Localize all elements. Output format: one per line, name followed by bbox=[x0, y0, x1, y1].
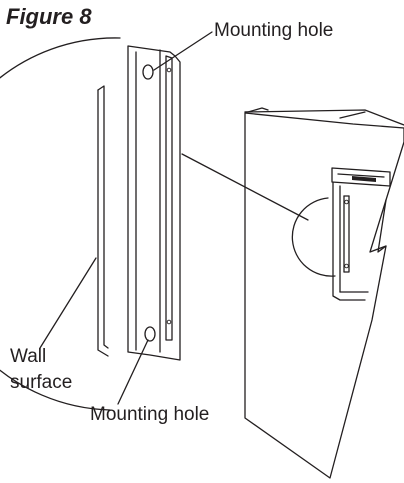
leader-mounting-hole-bottom bbox=[117, 339, 149, 405]
label-mounting-hole-top: Mounting hole bbox=[214, 20, 334, 41]
label-wall-line2: surface bbox=[10, 372, 73, 393]
wall-panel bbox=[244, 107, 404, 479]
label-wall-line1: Wall bbox=[10, 346, 47, 367]
label-mounting-hole-bottom: Mounting hole bbox=[90, 404, 210, 425]
figure-title: Figure 8 bbox=[6, 4, 92, 29]
detail-leader-line bbox=[181, 153, 309, 221]
magnified-detail bbox=[0, 37, 181, 411]
leader-mounting-hole-top bbox=[153, 31, 213, 71]
wall-bracket bbox=[331, 167, 391, 301]
mounting-hole-top-mark bbox=[142, 64, 154, 80]
leader-wall-surface bbox=[39, 257, 97, 349]
mounting-hole-bottom-mark bbox=[144, 326, 156, 342]
